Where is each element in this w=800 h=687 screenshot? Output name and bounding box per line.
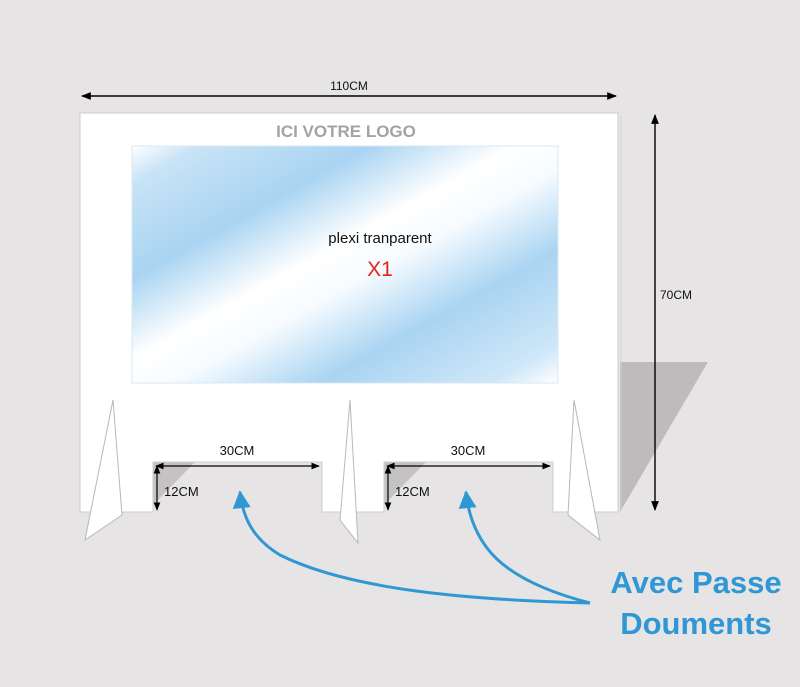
foot-right: [567, 399, 601, 542]
slot-left-height-label: 12CM: [164, 484, 199, 499]
callout-line-2: Douments: [620, 606, 772, 641]
slot-left-shadow: [153, 462, 195, 505]
panel-shadow: [620, 362, 708, 512]
plexi-label: plexi tranparent: [328, 230, 432, 247]
slot-right-height-label: 12CM: [395, 484, 430, 499]
height-label: 70CM: [660, 288, 692, 302]
slot-right-shadow: [384, 462, 426, 505]
width-label: 110CM: [330, 79, 368, 93]
foot-left: [84, 399, 123, 542]
callout-arrow-right: [458, 490, 591, 605]
slot-right-width-label: 30CM: [451, 443, 486, 458]
callout-arrow-left: [232, 490, 591, 605]
callout-line-1: Avec Passe: [610, 565, 781, 600]
logo-placeholder: ICI VOTRE LOGO: [276, 122, 416, 141]
quantity-label: X1: [367, 258, 393, 281]
foot-middle: [339, 399, 359, 545]
slot-left-width-label: 30CM: [220, 443, 255, 458]
plexi-window: [131, 145, 559, 384]
